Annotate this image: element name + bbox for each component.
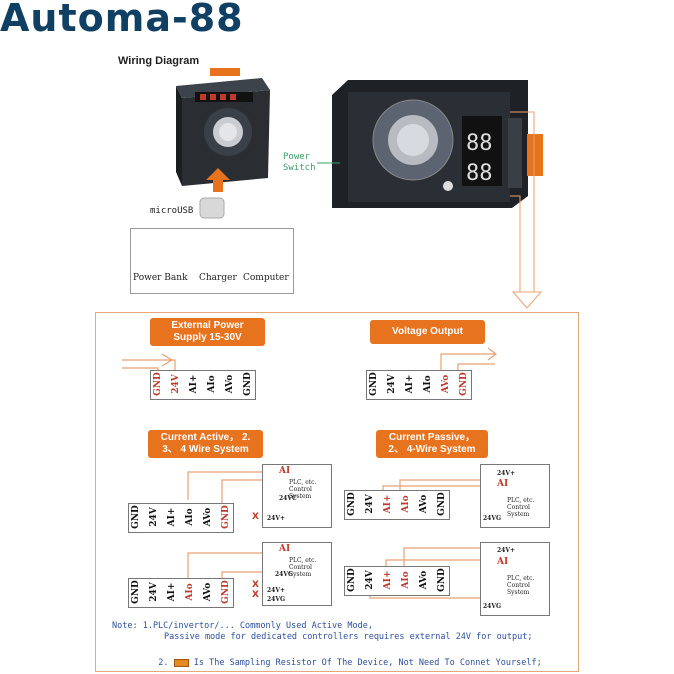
terminal-block-active-1: GND 24V AI+ AIo AVo GND	[128, 503, 234, 533]
pin-ai-plus: AI+	[405, 374, 415, 394]
pin-24v: 24V	[365, 494, 375, 514]
charger-label: Charger	[199, 273, 237, 283]
pin-ai-plus: AI+	[383, 570, 393, 590]
pin-aio: AIo	[423, 375, 433, 393]
terminal-block-ext: GND 24V AI+ AIo AVo GND	[150, 370, 256, 400]
pin-aio: AIo	[401, 571, 411, 589]
micro-usb-label: microUSB	[150, 206, 194, 216]
plc-box-active-2: AI PLC, etc.Control System 24VG 24V+ 24V…	[262, 542, 332, 606]
computer-label: Computer	[243, 273, 289, 283]
pin-ai-plus: AI+	[167, 582, 177, 602]
terminal-block-vout: GND 24V AI+ AIo AVo GND	[366, 370, 472, 400]
pin-24v: 24V	[171, 374, 181, 394]
plc-box-passive-2: 24V+ AI PLC, etc.Control System 24VG	[480, 542, 550, 616]
pin-aio: AIo	[185, 583, 195, 601]
x-mark: X	[252, 512, 259, 522]
note-line-2: 2. Is The Sampling Resistor Of The Devic…	[148, 648, 542, 668]
current-active-tag: Current Active， 2.3、 4 Wire System	[148, 430, 263, 458]
pin-gnd-2: GND	[437, 492, 447, 516]
svg-text:88: 88	[466, 161, 493, 186]
pin-gnd: GND	[347, 492, 357, 516]
pin-24v: 24V	[149, 507, 159, 527]
pin-aio: AIo	[401, 495, 411, 513]
pin-24v: 24V	[387, 374, 397, 394]
pin-avo: AVo	[225, 374, 235, 394]
power-bank-label: Power Bank	[133, 273, 188, 283]
pin-gnd-2: GND	[437, 568, 447, 592]
pin-24v: 24V	[149, 582, 159, 602]
pin-gnd-2: GND	[243, 372, 253, 396]
terminal-block-active-2: GND 24V AI+ AIo AVo GND	[128, 578, 234, 608]
terminal-block-passive-1: GND 24V AI+ AIo AVo GND	[344, 490, 450, 520]
wiring-diagram-title: Wiring Diagram	[118, 55, 200, 67]
pin-gnd: GND	[131, 580, 141, 604]
pin-24v: 24V	[365, 570, 375, 590]
arrow-up-icon	[206, 168, 230, 192]
pin-gnd: GND	[153, 372, 163, 396]
large-device-image: 88 88	[332, 80, 543, 208]
svg-text:88: 88	[466, 131, 493, 156]
pin-gnd: GND	[131, 505, 141, 529]
x-mark: X	[252, 590, 259, 600]
plc-box-active-1: AI PLC, etc.Control System 24VC 24V+	[262, 464, 332, 528]
pin-gnd: GND	[369, 372, 379, 396]
brand-logo: Automa-88	[0, 0, 244, 40]
voltage-output-tag: Voltage Output	[370, 320, 485, 344]
pin-avo: AVo	[203, 507, 213, 527]
current-passive-tag: Current Passive，2、 4-Wire System	[376, 430, 488, 458]
pin-avo: AVo	[203, 582, 213, 602]
resistor-icon	[173, 658, 189, 667]
pin-ai-plus: AI+	[167, 507, 177, 527]
note-number: 2.	[158, 658, 169, 668]
note-line-1: Note: 1.PLC/invertor/... Commonly Used A…	[112, 621, 373, 631]
terminal-block-passive-2: GND 24V AI+ AIo AVo GND	[344, 566, 450, 596]
note-text: Is The Sampling Resistor Of The Device, …	[193, 658, 542, 668]
pin-ai-plus: AI+	[383, 494, 393, 514]
pin-avo: AVo	[419, 570, 429, 590]
pin-gnd-2: GND	[221, 505, 231, 529]
pin-avo: AVo	[419, 494, 429, 514]
plc-box-passive-1: 24V+ AI PLC, etc.Control System 24VG	[480, 464, 550, 528]
pin-gnd-2: GND	[459, 372, 469, 396]
pin-aio: AIo	[207, 375, 217, 393]
pin-gnd-2: GND	[221, 580, 231, 604]
power-sources-box: Power Bank Charger Computer	[130, 228, 294, 294]
pin-aio: AIo	[185, 508, 195, 526]
note-line-1b: Passive mode for dedicated controllers r…	[164, 632, 533, 642]
pin-avo: AVo	[441, 374, 451, 394]
small-device-image	[176, 68, 270, 186]
pin-ai-plus: AI+	[189, 374, 199, 394]
pin-gnd: GND	[347, 568, 357, 592]
x-mark: X	[252, 580, 259, 590]
